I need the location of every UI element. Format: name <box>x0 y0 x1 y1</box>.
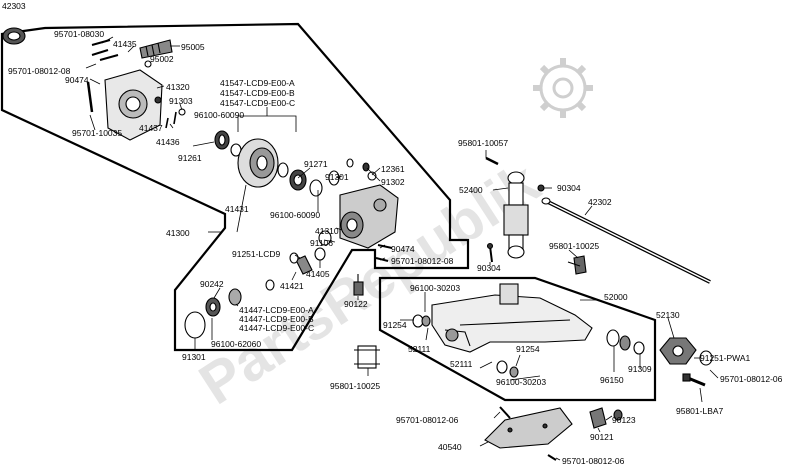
part-label[interactable]: 91301 <box>182 352 206 362</box>
part-label[interactable]: 41300 <box>166 228 190 238</box>
part-label[interactable]: 41421 <box>280 281 304 291</box>
part-label[interactable]: 41436 <box>156 137 180 147</box>
part-label[interactable]: 41405 <box>306 269 330 279</box>
part-label[interactable]: 91251-PWA1 <box>700 353 751 363</box>
part-number-labels: 42303 95701-08030 41435 95005 95002 9570… <box>2 1 783 466</box>
long-bolt-part <box>682 373 706 387</box>
swing-arm-part <box>431 283 593 353</box>
part-label[interactable]: 91254 <box>383 320 407 330</box>
part-label[interactable]: 91309 <box>628 364 652 374</box>
boot-part <box>139 39 173 68</box>
part-label[interactable]: 52400 <box>459 185 483 195</box>
part-label[interactable]: 95701-08030 <box>54 29 104 39</box>
part-label[interactable]: 42302 <box>588 197 612 207</box>
part-label[interactable]: 96100-30203 <box>410 283 460 293</box>
bearing-part-1 <box>214 130 242 157</box>
part-label[interactable]: 90121 <box>590 432 614 442</box>
part-label[interactable]: 95701-08012-06 <box>396 415 459 425</box>
part-drawings <box>2 27 713 461</box>
part-label[interactable]: 41547-LCD9-E00-A <box>220 78 295 88</box>
bearing-part-3 <box>184 279 275 339</box>
part-label[interactable]: 52111 <box>408 344 431 354</box>
gear-case-housing-part <box>104 69 163 141</box>
part-label[interactable]: 41431 <box>225 204 249 214</box>
damper-bolt-part <box>353 274 364 296</box>
part-label[interactable]: 90123 <box>612 415 636 425</box>
bracket-part-2 <box>354 345 380 369</box>
bolt-set-part <box>86 39 119 113</box>
nut-bolt-parts <box>589 407 623 429</box>
bearing-part-4 <box>606 329 645 355</box>
final-drive-group-outline <box>0 22 470 352</box>
part-label[interactable]: 95701-08012-08 <box>391 256 454 266</box>
part-label[interactable]: 91254 <box>516 344 540 354</box>
part-label[interactable]: 95701-08012-06 <box>562 456 625 466</box>
part-label[interactable]: 41435 <box>113 39 137 49</box>
oil-seal-part <box>2 27 26 45</box>
part-label[interactable]: 95801-LBA7 <box>676 406 724 416</box>
part-label[interactable]: 90474 <box>65 75 89 85</box>
pinion-gear-part <box>289 230 332 275</box>
part-label[interactable]: 52130 <box>656 310 680 320</box>
part-label[interactable]: 95701-08012-06 <box>720 374 783 384</box>
part-label[interactable]: 95005 <box>181 42 205 52</box>
part-label[interactable]: 42303 <box>2 1 26 11</box>
part-label[interactable]: 41547-LCD9-E00-B <box>220 88 295 98</box>
part-label[interactable]: 96150 <box>600 375 624 385</box>
part-label[interactable]: 52000 <box>604 292 628 302</box>
part-label[interactable]: 41447-LCD9-E00-C <box>239 323 314 333</box>
part-label[interactable]: 52111 <box>450 359 473 369</box>
part-label[interactable]: 90474 <box>391 244 415 254</box>
final-gear-case-part <box>339 184 399 249</box>
part-label[interactable]: 95002 <box>150 54 174 64</box>
hub-nut-part <box>659 337 697 365</box>
part-label[interactable]: 95801-10025 <box>330 381 380 391</box>
swing-arm-group-outline <box>378 276 657 402</box>
part-label[interactable]: 91302 <box>381 177 405 187</box>
small-parts <box>165 108 186 129</box>
watermark-gear-icon <box>533 58 593 118</box>
cover-plate-part <box>484 406 573 461</box>
part-label[interactable]: 96100-30203 <box>496 377 546 387</box>
part-label[interactable]: 41320 <box>166 82 190 92</box>
part-label[interactable]: 90242 <box>200 279 224 289</box>
bracket-part <box>567 255 587 275</box>
part-label[interactable]: 12361 <box>381 164 405 174</box>
part-label[interactable]: 91251-LCD9 <box>232 249 280 259</box>
bearing-part-2 <box>277 158 377 197</box>
part-label[interactable]: 41447-LCD9-E00-A <box>239 305 314 315</box>
part-label[interactable]: 96100-60090 <box>270 210 320 220</box>
leader-lines <box>85 36 719 461</box>
ring-parts <box>412 314 519 378</box>
group-outlines <box>0 22 657 402</box>
part-label[interactable]: 90304 <box>477 263 501 273</box>
part-label[interactable]: 95701-08012-08 <box>8 66 71 76</box>
part-label[interactable]: 96100-62060 <box>211 339 261 349</box>
part-label[interactable]: 41310 <box>315 226 339 236</box>
part-label[interactable]: 91261 <box>178 153 202 163</box>
part-label[interactable]: 91301 <box>325 172 349 182</box>
part-label[interactable]: 41437 <box>139 123 163 133</box>
part-label[interactable]: 91106 <box>310 238 333 248</box>
bolt-part-2 <box>486 184 545 263</box>
part-label[interactable]: 95801-10057 <box>458 138 508 148</box>
rear-damper-part <box>485 156 529 259</box>
part-label[interactable]: 41447-LCD9-E00-B <box>239 314 314 324</box>
part-label[interactable]: 91303 <box>169 96 193 106</box>
part-label[interactable]: 41547-LCD9-E00-C <box>220 98 295 108</box>
ring-gear-part <box>237 138 279 188</box>
rear-axle-part <box>541 197 711 284</box>
part-label[interactable]: 91271 <box>304 159 328 169</box>
part-label[interactable]: 95701-10035 <box>72 128 122 138</box>
part-label[interactable]: 90304 <box>557 183 581 193</box>
part-label[interactable]: 90122 <box>344 299 368 309</box>
part-label[interactable]: 96100-60090 <box>194 110 244 120</box>
part-label[interactable]: 95801-10025 <box>549 241 599 251</box>
part-label[interactable]: 40540 <box>438 442 462 452</box>
